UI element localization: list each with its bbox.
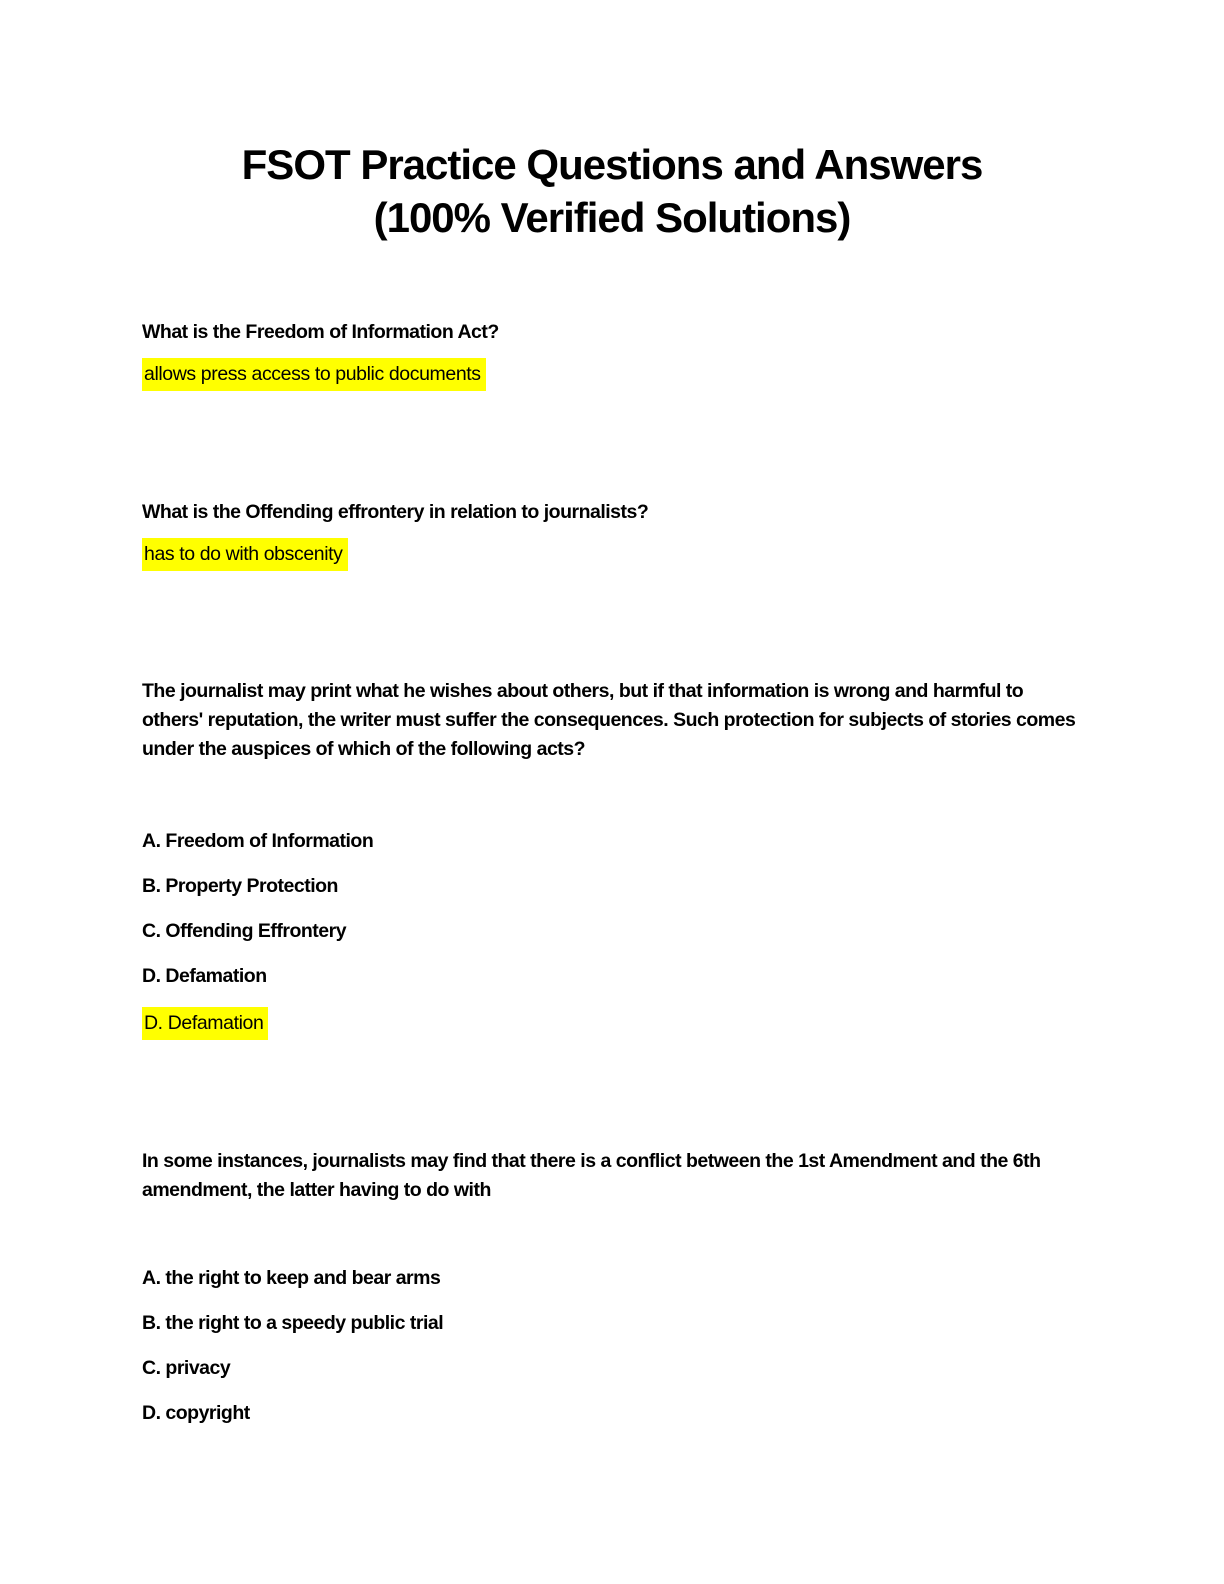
question-block-1: What is the Freedom of Information Act? … [142,318,1082,391]
question-3-answer-highlight: D. Defamation [142,1007,269,1040]
question-2-answer-highlight: has to do with obscenity [142,538,348,571]
question-2-text: What is the Offending effrontery in rela… [142,501,649,523]
question-3-option-c: C. Offending Effrontery [142,920,347,942]
question-3-option-a: A. Freedom of Information [142,830,374,852]
question-3-option-b: B. Property Protection [142,875,338,897]
question-block-4: In some instances, journalists may find … [142,1147,1082,1428]
question-block-3: The journalist may print what he wishes … [142,677,1082,1040]
document-title-line-1: FSOT Practice Questions and Answers [241,141,984,188]
question-3-options: A. Freedom of Information B. Property Pr… [142,827,1082,991]
question-3-option-d: D. Defamation [142,965,267,987]
document-title: FSOT Practice Questions and Answers (100… [142,0,1082,244]
question-1-text: What is the Freedom of Information Act? [142,321,499,343]
document-title-line-2: (100% Verified Solutions) [373,194,852,241]
question-4-option-b: B. the right to a speedy public trial [142,1312,444,1334]
question-block-2: What is the Offending effrontery in rela… [142,498,1082,571]
question-3-answer-line: D. Defamation [142,1007,1082,1040]
question-1-answer-highlight: allows press access to public documents [142,358,486,391]
question-4-option-a: A. the right to keep and bear arms [142,1267,441,1289]
question-1-answer-line: allows press access to public documents [142,358,1082,391]
question-4-text: In some instances, journalists may find … [142,1150,1041,1201]
question-4-option-c: C. privacy [142,1357,231,1379]
question-4-option-d: D. copyright [142,1402,250,1424]
question-2-answer-line: has to do with obscenity [142,538,1082,571]
question-3-text: The journalist may print what he wishes … [142,680,1076,760]
question-4-options: A. the right to keep and bear arms B. th… [142,1264,1082,1428]
